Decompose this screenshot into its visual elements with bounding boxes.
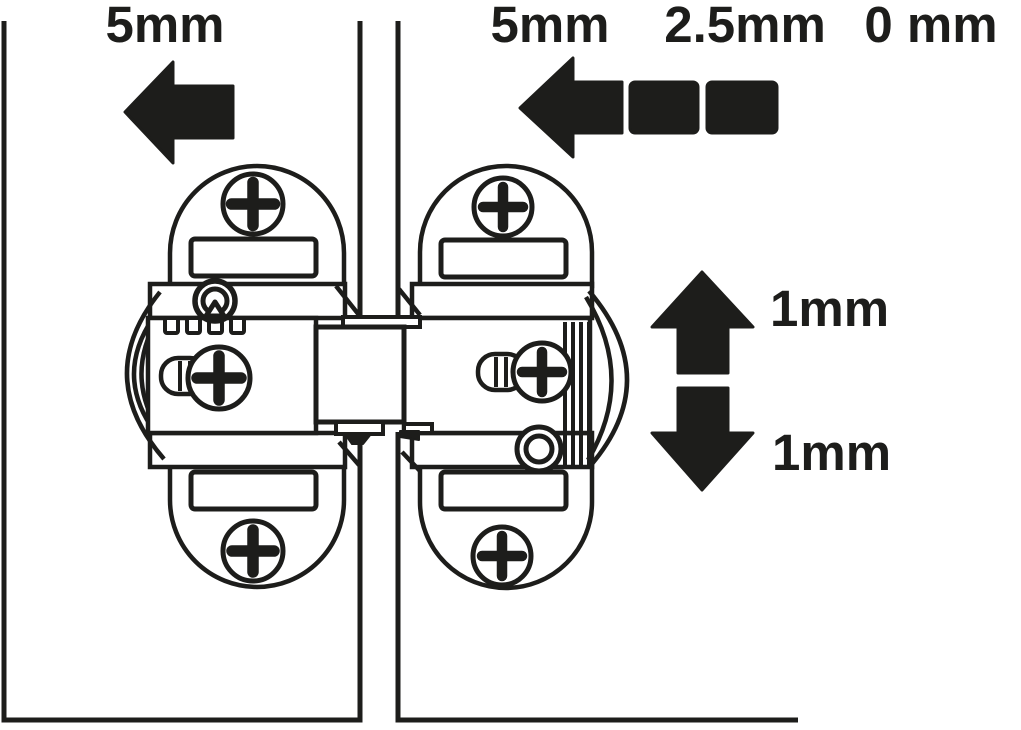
arrow-left-solid-icon bbox=[123, 60, 235, 165]
height-adjustment-up-label: 1mm bbox=[770, 280, 889, 337]
screw-cross bbox=[516, 346, 568, 398]
shadow-wedge bbox=[399, 430, 420, 441]
pivot-ring-icon bbox=[514, 424, 564, 474]
arrow-up-solid-icon bbox=[650, 270, 755, 375]
phillips-screw-icon bbox=[220, 171, 286, 237]
screw-cross bbox=[476, 530, 528, 582]
left-top-band bbox=[147, 281, 348, 321]
screw-cross bbox=[226, 524, 280, 578]
clamp-ring-icon bbox=[192, 278, 238, 324]
arrow-left-dashed-icon bbox=[518, 56, 779, 159]
screw-cross bbox=[191, 350, 247, 406]
right-top-slot bbox=[438, 237, 569, 280]
phillips-screw-icon bbox=[471, 175, 535, 239]
hinge-left-wing bbox=[124, 163, 348, 590]
hinge-knuckle bbox=[313, 284, 434, 473]
left-bottom-band bbox=[147, 430, 348, 470]
depth-adjustment-label-0mm: 0 mm bbox=[864, 0, 997, 53]
depth-adjustment-label-2-5mm: 2.5mm bbox=[664, 0, 826, 53]
annotations: 5mm 5mm 2.5mm 0 mm 1mm 1mm bbox=[105, 0, 998, 492]
left-panel-outline bbox=[1, 21, 363, 723]
mortise-chamfer-lines bbox=[334, 284, 422, 473]
right-end-cap-arcs bbox=[584, 289, 630, 467]
screw-cross bbox=[477, 181, 529, 233]
left-top-slot bbox=[188, 236, 319, 279]
phillips-screw-icon bbox=[220, 518, 286, 584]
left-bottom-slot bbox=[188, 469, 319, 512]
lateral-adjustment-label: 5mm bbox=[105, 0, 224, 53]
knuckle-block bbox=[313, 324, 407, 425]
door-panels bbox=[1, 21, 798, 723]
knuckle-bottom-tab bbox=[334, 420, 385, 436]
screw-cross bbox=[225, 176, 281, 232]
right-top-band bbox=[409, 281, 595, 321]
depth-adjustment-label-5mm: 5mm bbox=[490, 0, 609, 53]
shadow-wedge bbox=[344, 433, 372, 445]
arrow-down-solid-icon bbox=[650, 386, 755, 492]
right-bottom-slot bbox=[438, 469, 569, 512]
hinge-right-wing bbox=[401, 163, 630, 591]
right-panel-outline bbox=[395, 432, 798, 723]
phillips-screw-icon bbox=[185, 344, 253, 412]
height-adjustment-down-label: 1mm bbox=[772, 424, 891, 481]
phillips-screw-icon bbox=[510, 340, 574, 404]
phillips-screw-icon bbox=[470, 524, 534, 588]
